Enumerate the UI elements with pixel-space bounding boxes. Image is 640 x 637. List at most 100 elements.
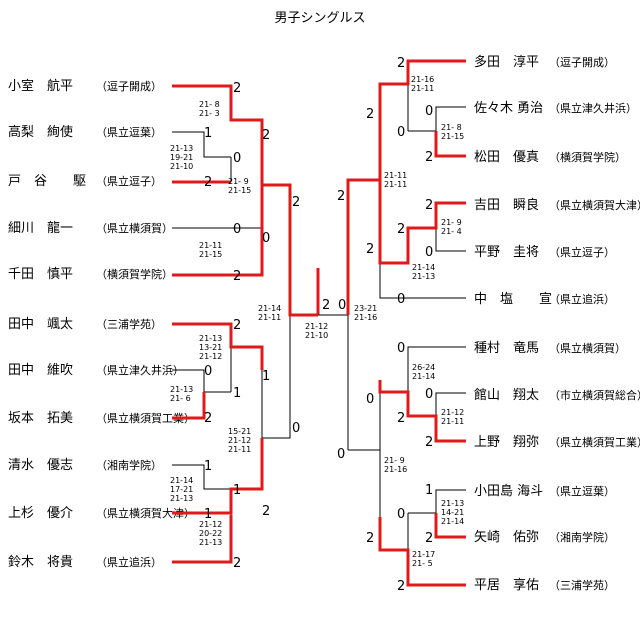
match-score: 2 <box>204 411 212 426</box>
set-score-line: 21-15 <box>199 250 222 259</box>
right-player-school: （県立横須賀工業） <box>549 435 640 449</box>
match-score: 2 <box>233 318 241 333</box>
set-score-line: 21-15 <box>441 132 464 141</box>
set-score-line: 21-11 <box>384 180 407 189</box>
set-score-line: 21-16 <box>384 465 407 474</box>
right-player-school: （市立横須賀総合） <box>549 388 640 402</box>
set-score-line: 21- 6 <box>170 394 191 403</box>
left-player-school: （県立横須賀工業） <box>96 411 195 425</box>
match-score: 0 <box>337 447 345 462</box>
winner-path <box>378 517 466 587</box>
match-score: 2 <box>425 150 433 165</box>
match-score: 2 <box>397 222 405 237</box>
set-score-line: 21-16 <box>354 313 377 322</box>
set-score-line: 14-21 <box>441 508 464 517</box>
match-score: 2 <box>366 107 374 122</box>
bracket-line <box>172 369 205 392</box>
right-player-name: 平野 圭将 <box>474 245 539 260</box>
set-score-line: 21-11 <box>228 445 251 454</box>
set-score-line: 21-12 <box>441 408 464 417</box>
right-player-school: （横須賀学院） <box>549 150 626 164</box>
set-score-line: 21- 9 <box>228 177 249 186</box>
left-player-name: 坂本 拓美 <box>8 411 73 426</box>
right-player-school: （県立横須賀） <box>549 341 626 355</box>
bracket-line <box>408 489 466 514</box>
winner-path <box>434 513 466 539</box>
left-player-school: （逗子開成） <box>96 80 162 93</box>
left-scores: 2 1 0 2 2 2 0 0 2 2 0 1 2 1 1 0 1 1 2 2 … <box>204 81 300 571</box>
match-score: 1 <box>204 507 212 522</box>
match-score: 0 <box>397 507 405 522</box>
right-player-school: （湘南学院） <box>549 530 615 544</box>
right-player-name: 小田島 海斗 <box>474 484 543 499</box>
set-score-line: 21- 4 <box>441 227 462 236</box>
match-score: 0 <box>204 364 212 379</box>
match-score: 0 <box>262 231 270 246</box>
right-player-school: （逗子開成） <box>549 56 615 69</box>
final-scores: 2 0 <box>322 298 346 313</box>
match-score: 2 <box>337 189 345 204</box>
match-score: 2 <box>233 556 241 571</box>
set-score-line: 21-12 <box>228 436 251 445</box>
set-score-line: 21-12 <box>305 322 328 331</box>
bracket-line <box>435 228 466 252</box>
left-player-school: （県立逗葉） <box>96 125 162 139</box>
bracket-line <box>408 106 466 132</box>
set-score-line: 21- 8 <box>199 100 220 109</box>
right-player-school: （県立逗子） <box>549 245 615 259</box>
winner-path <box>172 322 264 370</box>
right-player-name: 吉田 瞬良 <box>474 197 539 213</box>
set-score-line: 21-13 <box>412 272 435 281</box>
match-score: 2 <box>397 56 405 71</box>
match-score: 2 <box>425 198 433 213</box>
set-score-line: 13-21 <box>199 343 222 352</box>
set-score-line: 21-17 <box>412 550 435 559</box>
set-score-line: 15-21 <box>228 427 251 436</box>
match-score: 0 <box>397 125 405 140</box>
set-score-line: 21-13 <box>170 385 193 394</box>
left-player-school: （県立横須賀） <box>96 221 173 235</box>
set-score-line: 26-24 <box>412 363 435 372</box>
match-score: 1 <box>204 126 212 141</box>
left-player-school: （湘南学院） <box>96 458 162 472</box>
match-score: 0 <box>425 245 433 260</box>
left-player-name: 清水 優志 <box>8 458 73 473</box>
set-score-line: 21- 9 <box>384 456 405 465</box>
match-score: 2 <box>292 195 300 210</box>
match-score: 2 <box>397 579 405 594</box>
set-score-line: 21-12 <box>199 352 222 361</box>
right-player-name: 平居 享佑 <box>474 577 539 593</box>
set-score-line: 21-12 <box>199 520 222 529</box>
set-score-line: 20-22 <box>199 529 222 538</box>
left-player-school: （県立横須賀大津） <box>96 506 195 520</box>
right-player-name: 館山 翔太 <box>474 388 539 403</box>
right-scores: 2 0 0 2 2 2 0 2 2 0 0 2 0 2 0 1 0 2 2 2 … <box>337 56 433 594</box>
set-score-line: 21-16 <box>411 75 434 84</box>
set-score-line: 21- 8 <box>441 123 462 132</box>
left-player-name: 上杉 優介 <box>8 506 73 521</box>
bracket-line <box>435 392 466 416</box>
match-score: 0 <box>425 387 433 402</box>
match-score: 2 <box>233 81 241 96</box>
right-players: 多田 淳平 （逗子開成） 佐々木 勇治 （県立津久井浜） 松田 優真 （横須賀学… <box>474 54 640 593</box>
set-score-line: 21- 5 <box>412 559 433 568</box>
set-score-line: 19-21 <box>170 153 193 162</box>
set-score-line: 21-11 <box>199 241 222 250</box>
left-player-name: 鈴木 将貴 <box>8 555 73 570</box>
left-player-name: 高梨 絢使 <box>8 124 73 140</box>
set-score-line: 21-10 <box>305 331 328 340</box>
final-score-left: 2 <box>322 298 330 313</box>
winner-path <box>434 131 466 158</box>
match-score: 2 <box>233 269 241 284</box>
